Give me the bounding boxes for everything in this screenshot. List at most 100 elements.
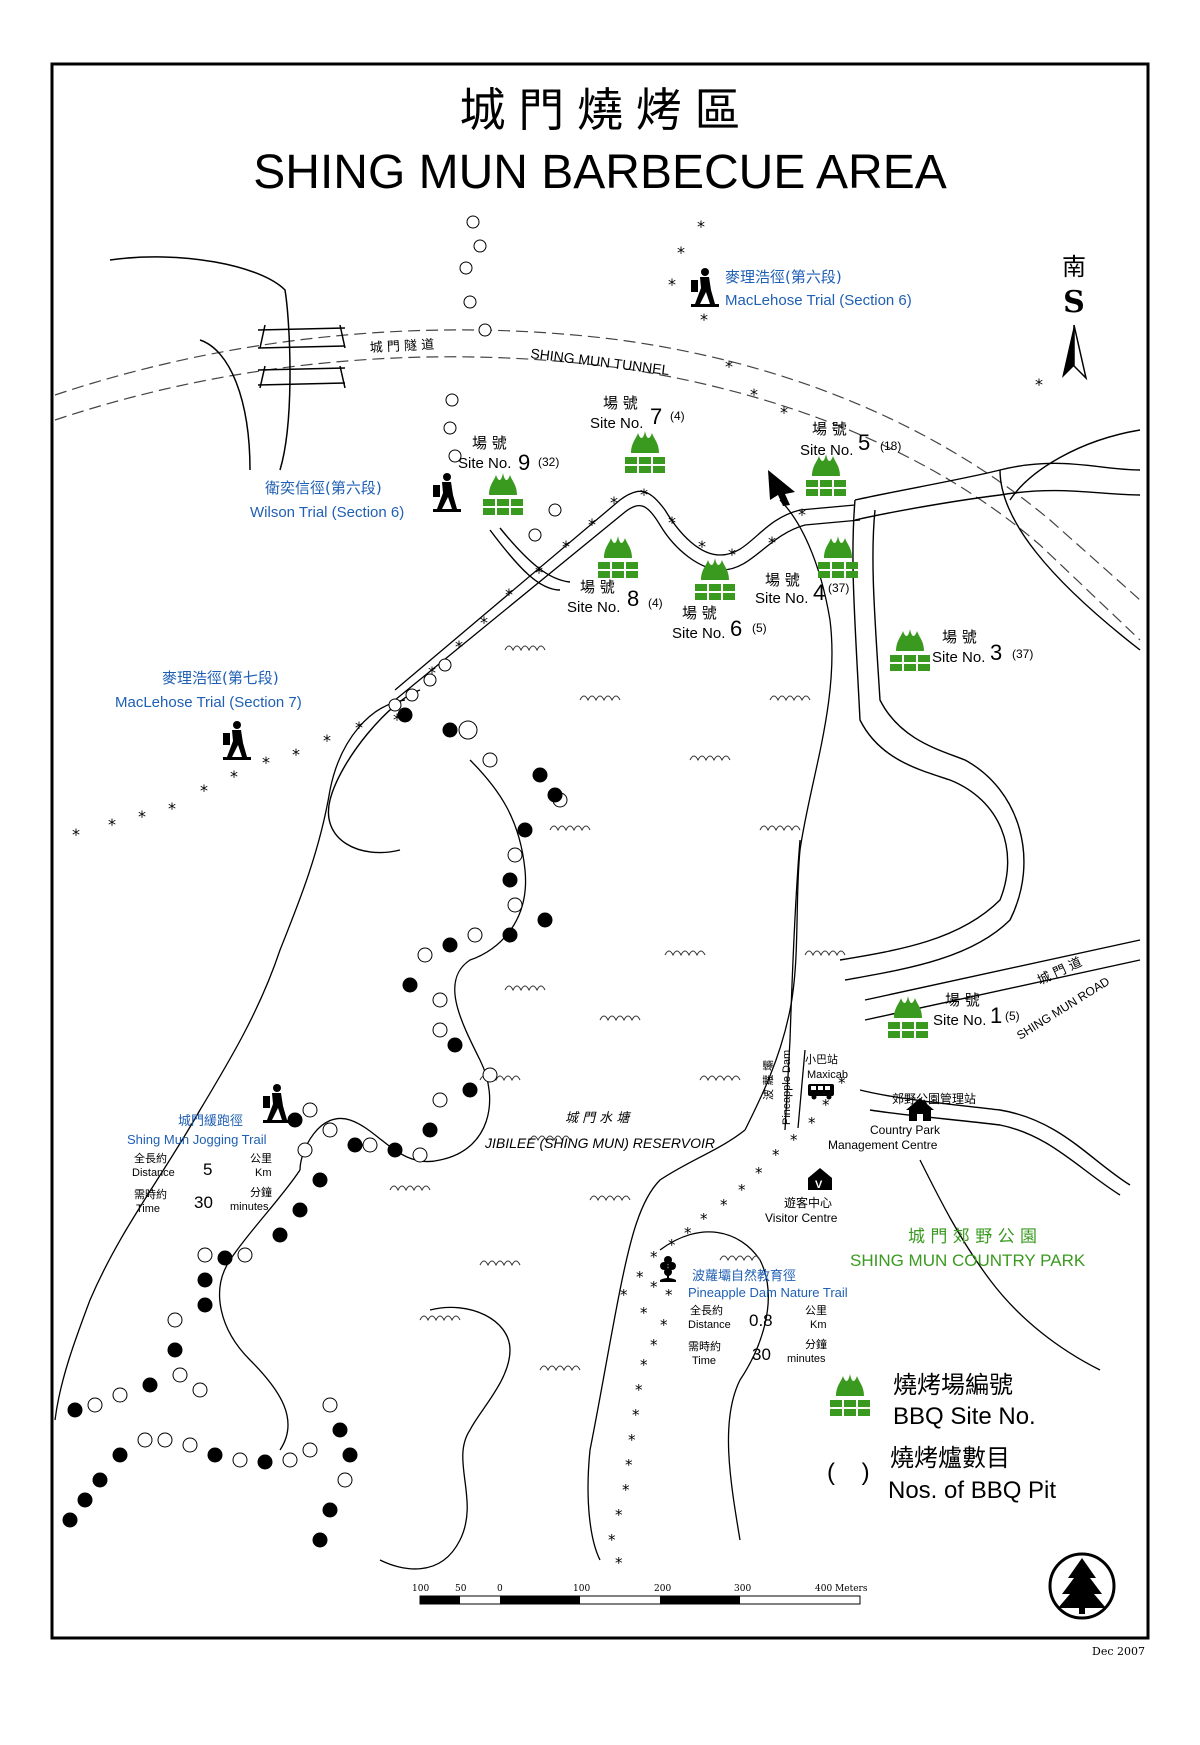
reservoir-label-english: JIBILEE (SHING MUN) RESERVOIR: [484, 1135, 715, 1151]
site-label-chinese: 場 號: [603, 394, 638, 412]
svg-text:*: *: [738, 1181, 746, 1199]
jogging-distance-unit-chinese: 公里: [250, 1152, 272, 1165]
scale-tick: 0: [497, 1584, 503, 1594]
pineapple-distance-chinese: 全長約: [690, 1303, 723, 1317]
site-label-chinese: 場 號: [812, 420, 847, 438]
jogging-time-value: 30: [194, 1193, 213, 1212]
site-pits: (5): [752, 621, 767, 635]
jogger-icon: [263, 1084, 291, 1123]
svg-text:*: *: [640, 1356, 648, 1374]
pointer-arrow-icon: [768, 470, 795, 506]
pineapple-time-unit-chinese: 分鐘: [805, 1337, 827, 1351]
hiker-icon: [223, 721, 251, 760]
maclehose-trail-section-6-path: *** *** **: [668, 217, 1043, 422]
pineapple-trail-info: 波蘿壩自然教育徑 Pineapple Dam Nature Trail 全長約 …: [688, 1268, 848, 1367]
svg-text:*: *: [640, 485, 648, 504]
svg-text:*: *: [138, 807, 146, 826]
svg-text:*: *: [200, 781, 208, 800]
site-label-chinese: 場 號: [765, 571, 800, 589]
site-pits: (4): [670, 409, 685, 423]
svg-text:*: *: [622, 1481, 630, 1499]
jogging-distance-unit-english: Km: [255, 1167, 272, 1179]
bbq-site-8[interactable]: 場 號 Site No. 8 (4): [567, 536, 663, 616]
bbq-site-6[interactable]: 場 號 Site No. 6 (5): [672, 558, 767, 642]
svg-text:*: *: [700, 310, 708, 329]
svg-text:*: *: [355, 718, 363, 737]
svg-text:*: *: [665, 1286, 673, 1304]
maclehose-7-label-chinese: 麥理浩徑(第七段): [162, 669, 279, 687]
management-label-english-1: Country Park: [870, 1123, 941, 1137]
bbq-site-4[interactable]: 場 號 Site No. 4 (37): [755, 536, 858, 607]
site-pits: (18): [880, 439, 901, 453]
svg-text:*: *: [625, 1456, 633, 1474]
svg-text:*: *: [230, 767, 238, 786]
svg-text:*: *: [660, 1316, 668, 1334]
maclehose-6-label-chinese: 麥理浩徑(第六段): [725, 268, 842, 286]
svg-text:*: *: [768, 533, 776, 552]
bbq-site-1[interactable]: 場 號 Site No. 1 (5): [888, 991, 1020, 1038]
svg-text:*: *: [798, 505, 806, 524]
title-english: SHING MUN BARBECUE AREA: [253, 146, 946, 199]
bbq-site-9[interactable]: 場 號 Site No. 9 (32): [458, 434, 559, 515]
pineapple-time-unit-english: minutes: [787, 1353, 826, 1365]
scale-tick: 100: [573, 1584, 590, 1594]
site-pits: (32): [538, 455, 559, 469]
trail-labels: 麥理浩徑(第六段) MacLehose Trial (Section 6) 麥理…: [115, 268, 912, 711]
site-pits: (5): [1005, 1009, 1020, 1023]
site-label-english: Site No.: [755, 590, 808, 607]
pineapple-time-english: Time: [692, 1355, 716, 1367]
pineapple-distance-unit-english: Km: [810, 1319, 827, 1331]
svg-text:*: *: [108, 815, 116, 834]
site-label-english: Site No.: [800, 442, 853, 459]
visitor-label-english: Visitor Centre: [765, 1211, 838, 1225]
hiker-icon: [691, 268, 719, 307]
site-label-english: Site No.: [932, 649, 985, 666]
svg-text:*: *: [808, 1114, 816, 1132]
reservoir-label-chinese: 城 門 水 塘: [565, 1110, 631, 1126]
svg-text:*: *: [588, 515, 596, 534]
site-label-english: Site No.: [672, 625, 725, 642]
site-label-chinese: 場 號: [942, 628, 977, 646]
site-pits: (37): [1012, 647, 1033, 661]
svg-text:*: *: [608, 1531, 616, 1549]
pineapple-distance-unit-chinese: 公里: [805, 1304, 827, 1317]
bbq-site-3[interactable]: 場 號 Site No. 3 (37): [890, 628, 1033, 671]
legend: 燒烤場編號 BBQ Site No. ( ) 燒烤爐數目 Nos. of BBQ…: [827, 1371, 1056, 1504]
svg-text:*: *: [725, 357, 733, 376]
country-park-label-english: SHING MUN COUNTRY PARK: [850, 1251, 1086, 1270]
site-number: 1: [990, 1003, 1002, 1028]
svg-text:*: *: [168, 799, 176, 818]
bbq-site-5[interactable]: 場 號 Site No. 5 (18): [800, 420, 901, 496]
maclehose-6-label-english: MacLehose Trial (Section 6): [725, 292, 912, 309]
management-label-chinese: 郊野公園管理站: [892, 1091, 976, 1106]
legend-bbq-site-icon: [830, 1374, 870, 1416]
dam-label-english: Pineapple Dam: [781, 1050, 793, 1125]
svg-text:*: *: [650, 1336, 658, 1354]
maxicab-label-english: Maxicab: [807, 1069, 848, 1081]
svg-text:*: *: [750, 385, 758, 404]
svg-text:*: *: [668, 1236, 676, 1254]
svg-text:*: *: [262, 753, 270, 772]
jogging-time-unit-english: minutes: [230, 1201, 269, 1213]
legend-site-english: BBQ Site No.: [893, 1403, 1036, 1430]
bbq-site-7[interactable]: 場 號 Site No. 7 (4): [590, 394, 685, 473]
maclehose-trail-asterisks: *** *** *** *** **: [428, 485, 806, 682]
svg-text:*: *: [505, 585, 513, 604]
svg-text:*: *: [620, 1286, 628, 1304]
site-pits: (4): [648, 596, 663, 610]
pineapple-distance-value: 0.8: [749, 1311, 773, 1330]
svg-text:*: *: [615, 1554, 623, 1572]
svg-text:*: *: [700, 1210, 708, 1228]
jogging-time-chinese: 需時約: [134, 1187, 167, 1201]
maclehose-7-label-english: MacLehose Trial (Section 7): [115, 694, 302, 711]
svg-text:*: *: [1035, 375, 1043, 394]
title-chinese: 城 門 燒 烤 區: [459, 84, 740, 136]
flower-icon: [660, 1256, 676, 1282]
svg-text:*: *: [636, 1268, 644, 1286]
scale-tick: 300: [734, 1584, 751, 1594]
wilson-trail-path: [388, 215, 562, 740]
wilson-6-label-chinese: 衛奕信徑(第六段): [265, 479, 382, 497]
site-label-chinese: 場 號: [945, 991, 980, 1009]
svg-text:*: *: [698, 537, 706, 556]
jogging-time-unit-chinese: 分鐘: [250, 1185, 272, 1199]
